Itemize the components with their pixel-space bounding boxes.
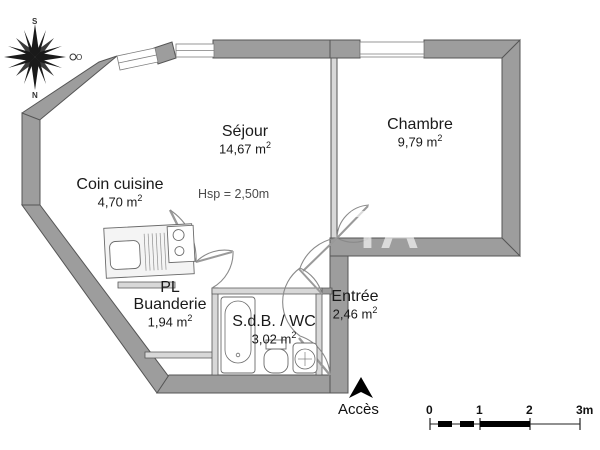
kitchen-sink [109,240,141,270]
wall-partition-buanderie-south [144,351,216,359]
room-name-buanderie: Buanderie [133,295,207,313]
wall-south [156,374,331,394]
wall-chambre-east [501,38,521,258]
room-label-entree: Entrée 2,46 m2 [300,288,410,322]
room-name-coin-cuisine: Coin cuisine [76,176,164,193]
windows-layer [116,41,425,71]
door-arc-entree-sdb [299,267,323,295]
scale-tick-0: 0 [426,403,433,417]
cooktop-burner-2 [174,246,185,256]
door-arc-entree-west [282,267,301,337]
compass-rose [4,24,77,90]
wall-partition-sejour-chambre [330,57,338,239]
watermark: TA [351,200,419,260]
ceiling-height-note: Hsp = 2,50m [198,187,270,201]
walls-layer [21,38,521,394]
bathtub-drain [235,352,241,358]
door-leaf-chambre [336,205,369,239]
acces-label: Accès [338,401,379,418]
bathtub-inner [224,300,252,364]
kitchen-drainboard [143,232,167,271]
room-name-pl: PL [160,279,180,296]
room-name-sejour: Séjour [221,123,269,140]
washbasin [292,342,318,374]
door-arc-buanderie-2 [211,250,234,289]
wall-sejour-north-left [212,39,331,59]
door-leaf-entree-sdb [298,268,323,295]
room-area-chambre: 9,79 m2 [397,132,443,150]
svg-text:TA: TA [351,200,419,260]
compass-label-south: S [32,17,38,26]
room-label-sdb-wc: S.d.B. / WC 3,02 m2 [204,313,344,347]
room-area-coin-cuisine: 4,70 m2 [97,192,143,210]
compass-label-north: N [32,91,38,100]
room-label-coin-cuisine: Coin cuisine 4,70 m2 [35,176,205,210]
wall-partition-cuisine-buanderie [117,281,176,289]
compass-label-west: O [76,53,83,62]
room-label-sejour: Séjour 14,67 m2 [165,123,325,157]
window-chambre-north [359,41,425,58]
door-arc-entree-sejour [299,237,338,269]
room-area-buanderie: 1,94 m2 [147,312,193,329]
room-area-entree: 2,46 m2 [332,304,378,322]
scale-tick-3: 3m [576,403,594,417]
cooktop-burner-1 [172,229,185,242]
wall-chambre-north-left [329,39,361,59]
cooktop [166,224,196,264]
door-leaf-buanderie [195,251,233,263]
wall-entree-stub-west [321,287,333,295]
room-name-sdb-wc: S.d.B. / WC [232,313,316,330]
fixtures-layer [103,223,318,374]
room-area-sejour: 14,67 m2 [219,139,271,157]
room-name-chambre: Chambre [387,116,453,133]
acces-arrow-icon [349,377,373,398]
door-leaf-entree-sejour [302,237,338,272]
room-label-chambre: Chambre 9,79 m2 [340,116,500,150]
scale-bar [429,418,581,430]
room-area-sdb-wc: 3,02 m2 [251,329,297,347]
room-label-buanderie: PL Buanderie 1,94 m2 [105,279,235,329]
door-arc-entree-main [299,335,331,376]
room-name-entree: Entrée [331,288,379,305]
door-arc-buanderie [195,249,234,263]
toilet [263,339,289,374]
door-arc-chambre-2 [336,237,371,243]
scale-tick-2: 2 [526,403,533,417]
scale-tick-1: 1 [476,403,483,417]
door-arc-chambre [336,204,370,239]
